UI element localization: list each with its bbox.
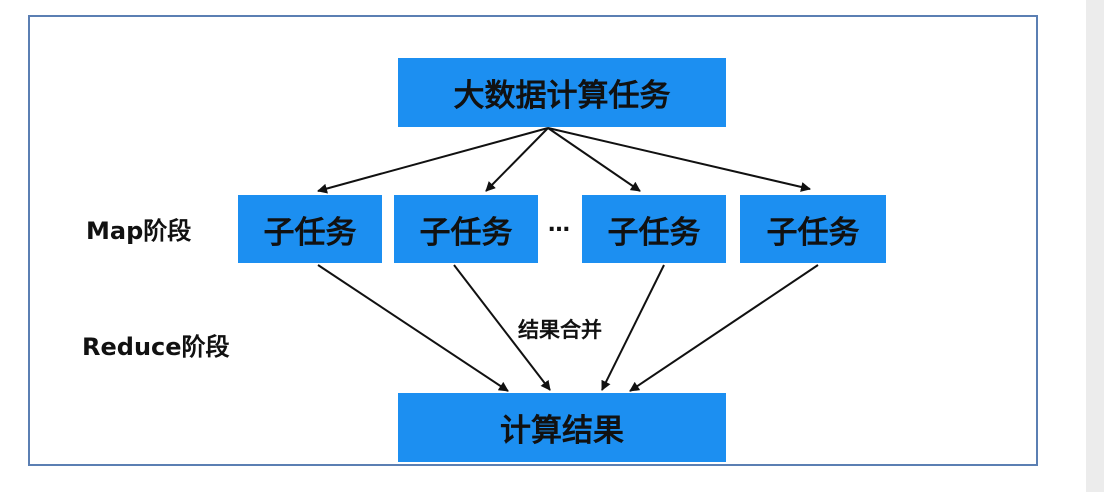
reduce-phase-label: Reduce阶段 — [82, 333, 230, 361]
subtask-box-3: 子任务 — [582, 195, 726, 263]
merge-results-label: 结果合并 — [518, 314, 602, 344]
subtask-box-2: 子任务 — [394, 195, 538, 263]
big-data-task-box: 大数据计算任务 — [398, 58, 726, 127]
arrow-sub2-to-result — [453, 264, 551, 391]
arrow-sub1-to-result — [317, 264, 509, 392]
arrow-task-to-sub1 — [317, 127, 549, 194]
arrow-sub3-to-result — [601, 264, 665, 391]
map-phase-label: Map阶段 — [86, 217, 192, 245]
ellipsis: … — [548, 212, 570, 237]
computation-result-box: 计算结果 — [398, 393, 726, 462]
subtask-box-4: 子任务 — [740, 195, 886, 263]
window-edge — [1086, 0, 1104, 492]
arrow-sub4-to-result — [629, 264, 819, 392]
subtask-box-1: 子任务 — [238, 195, 382, 263]
arrow-task-to-sub2 — [485, 127, 549, 192]
arrow-task-to-sub3 — [547, 127, 641, 192]
arrow-task-to-sub4 — [547, 127, 811, 192]
